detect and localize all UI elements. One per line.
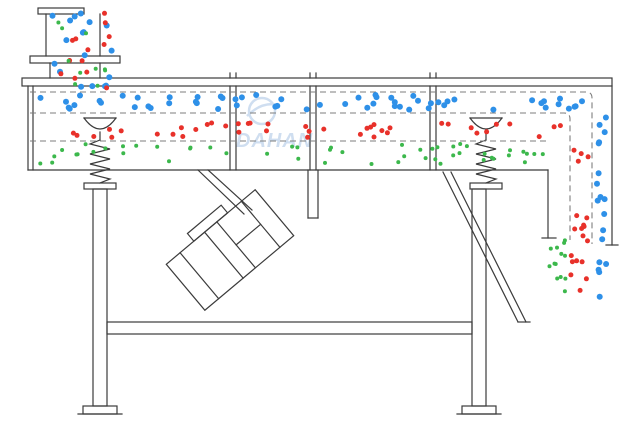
spring-mount-left xyxy=(83,117,117,190)
vibration-motor xyxy=(165,188,295,312)
deck-path-middle xyxy=(30,112,571,240)
support-leg-right xyxy=(456,188,502,415)
cross-beam xyxy=(106,321,473,335)
particles-layer xyxy=(37,10,610,300)
screen-decks-dashed xyxy=(30,91,593,244)
particles-discharge-blue xyxy=(595,259,610,300)
deck-path-top xyxy=(30,91,593,244)
feed-inlet xyxy=(29,7,121,79)
discharge-chute xyxy=(541,169,619,246)
particles-top-deck-blue xyxy=(37,92,585,113)
spring-mount-right xyxy=(469,117,503,190)
particles-discharge-red xyxy=(568,253,589,293)
support-leg-left xyxy=(77,188,123,415)
screen-body xyxy=(27,85,613,246)
particles-right-chute-red xyxy=(571,147,591,244)
top-cover xyxy=(21,72,613,87)
machine-outline xyxy=(21,7,619,415)
particles-discharge-green xyxy=(547,238,568,294)
diagonal-brace xyxy=(442,171,531,323)
particles-middle-deck-red xyxy=(70,120,563,140)
motor-bracket xyxy=(197,169,319,219)
particles-bottom-deck-green xyxy=(38,142,545,166)
particles-right-chute-blue xyxy=(594,114,609,243)
particles-inlet-green xyxy=(56,20,108,88)
watermark-logo-circle xyxy=(247,96,277,126)
